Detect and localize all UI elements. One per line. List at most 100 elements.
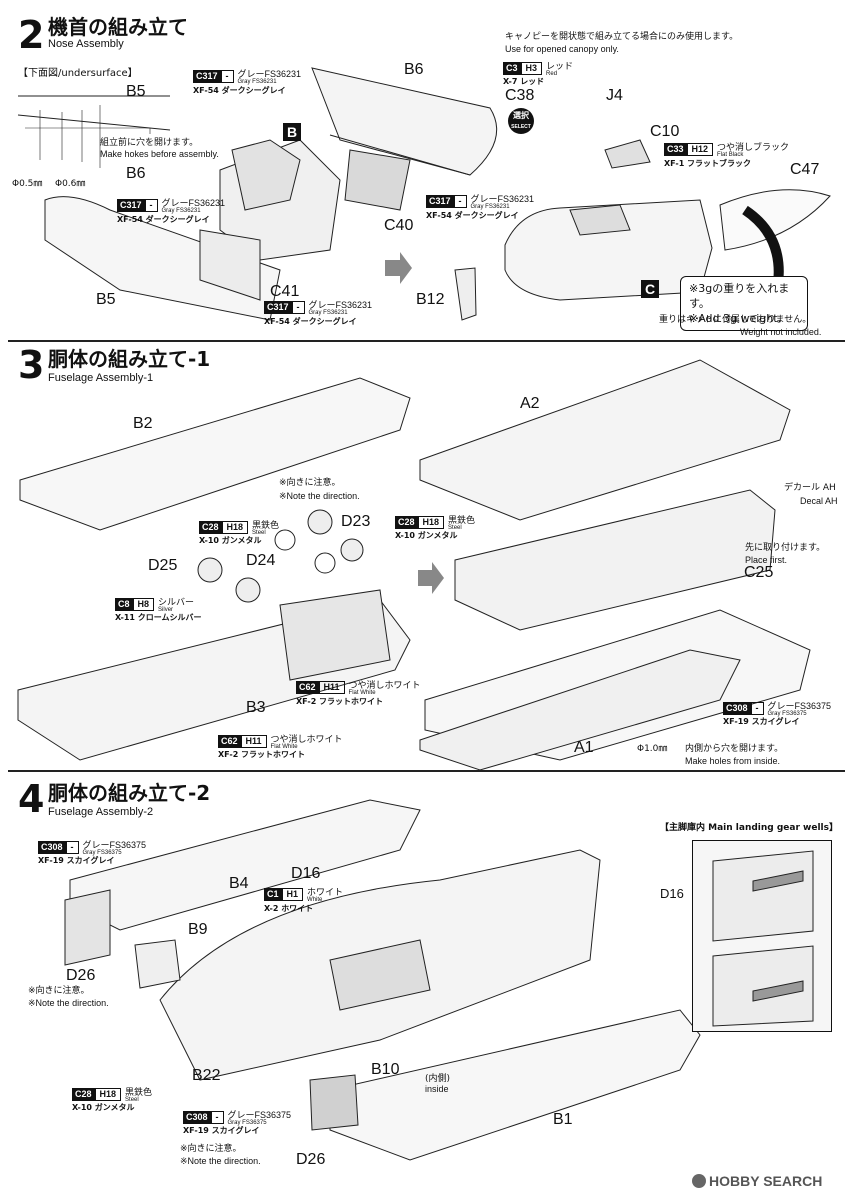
direction-note-jp: ※向きに注意。 (279, 478, 341, 488)
paint-code-c: C33 (664, 143, 687, 156)
part-label: C38 (505, 87, 535, 104)
paint-code-h: - (65, 841, 79, 854)
paint-name-jp: グレーFS36231 (470, 194, 535, 204)
paint-code-c: C308 (183, 1111, 211, 1124)
direction-note2-en: ※Note the direction. (180, 1156, 261, 1166)
part-label: D26 (66, 967, 96, 984)
part-label: B2 (133, 415, 153, 432)
paint-code-h: H1 (281, 888, 304, 901)
part-b9 (64, 889, 181, 989)
part-label: D26 (296, 1151, 326, 1168)
hobby-search-watermark: HOBBY SEARCH (692, 1173, 822, 1189)
place-first-en: Place first. (745, 555, 788, 565)
direction-note-en: ※Note the direction. (279, 491, 360, 501)
part-label: C47 (790, 161, 820, 178)
part-label: B10 (371, 1061, 400, 1078)
part-label: B9 (188, 921, 208, 938)
nose-assembly (454, 139, 831, 321)
paint-code-h: H12 (686, 143, 714, 156)
paint-code-h: H18 (221, 521, 249, 534)
step-number: 4 (18, 777, 45, 821)
paint-code-h: - (220, 70, 234, 83)
step-title-jp: 胴体の組み立て-2 (48, 781, 211, 805)
weight-note-en: ※Add 3g weight. (689, 312, 782, 325)
paint-product: XF-1 フラットブラック (664, 159, 752, 168)
part-label: D25 (148, 557, 178, 574)
hole-inside-en: Make holes from inside. (685, 756, 781, 766)
canopy-note-jp: キャノピーを開状態で組み立てる場合にのみ使用します。 (505, 32, 739, 42)
decal-label-en: Decal AH (800, 496, 838, 506)
paint-name-en: Gray FS36375 (227, 1120, 267, 1126)
paint-product: XF-2 フラットホワイト (218, 750, 306, 759)
step-title-jp: 胴体の組み立て-1 (48, 347, 211, 371)
holes-note-en: Make hokes before assembly. (100, 149, 219, 159)
direction-note2-jp: ※向きに注意。 (180, 1144, 242, 1154)
gear-wells-detail (692, 840, 832, 1032)
paint-code-c: C28 (72, 1088, 95, 1101)
paint-name-en: Gray FS36231 (470, 204, 510, 210)
step-number: 3 (18, 343, 45, 387)
fuselage-upper (159, 849, 601, 1081)
part-label: D16 (291, 865, 321, 882)
part-label: C25 (744, 564, 774, 581)
hole-inside-jp: 内側から穴を開けます。 (685, 744, 784, 754)
paint-code-c: C317 (117, 199, 145, 212)
paint-name-en: Gray FS36375 (82, 850, 122, 856)
paint-code-c: C317 (426, 195, 454, 208)
hole-diameter-2: Φ0.6㎜ (55, 179, 86, 189)
part-label: A1 (574, 739, 594, 756)
canopy-note-en: Use for opened canopy only. (505, 44, 619, 54)
step-title-en: Fuselage Assembly-1 (48, 372, 154, 384)
weight-not-included-en: Weight not included. (740, 327, 822, 337)
paint-code-c: C1 (264, 888, 282, 901)
paint-name-jp: シルバー (158, 597, 195, 607)
part-label: B4 (229, 875, 249, 892)
paint-code-h: - (210, 1111, 224, 1124)
paint-code-c: C308 (38, 841, 66, 854)
paint-code-h: H18 (94, 1088, 122, 1101)
paint-name-jp: グレーFS36375 (767, 701, 832, 711)
select-badge-jp: 選択 (513, 111, 529, 120)
paint-code-c: C308 (723, 702, 751, 715)
paint-name-jp: つや消しホワイト (348, 680, 421, 690)
subassembly-marker: B (283, 123, 301, 141)
paint-product: XF-54 ダークシーグレイ (117, 215, 210, 224)
part-label: B1 (553, 1111, 573, 1128)
paint-name-jp: 黒鉄色 (252, 520, 280, 530)
paint-product: XF-19 スカイグレイ (38, 856, 115, 865)
paint-name-jp: グレーFS36231 (237, 69, 302, 79)
paint-code-h: - (750, 702, 764, 715)
paint-name-jp: ホワイト (307, 887, 344, 897)
paint-name-jp: グレーFS36375 (82, 840, 147, 850)
part-label: B22 (192, 1067, 221, 1084)
subassembly-marker: C (641, 280, 659, 298)
part-label: A2 (520, 395, 540, 412)
cockpit-tub (219, 139, 411, 261)
weight-note-box: ※3gの重りを入れます。 ※Add 3g weight. (680, 276, 808, 331)
gear-wells-title: 【主脚庫内 Main landing gear wells】 (660, 823, 839, 833)
paint-code-h: - (453, 195, 467, 208)
paint-code-h: - (144, 199, 158, 212)
paint-product: XF-19 スカイグレイ (183, 1126, 260, 1135)
fans-d23-d24-d25 (197, 509, 364, 603)
select-badge-en: SELECT (511, 124, 531, 130)
part-label: J4 (606, 87, 623, 104)
paint-code-h: H3 (520, 62, 543, 75)
part-b2 (19, 377, 411, 531)
paint-code-h: H11 (240, 735, 267, 748)
hole-diameter: Φ1.0㎜ (637, 744, 668, 754)
step-number: 2 (18, 13, 45, 57)
part-label: B6 (126, 165, 146, 182)
paint-product: X-10 ガンメタル (199, 536, 262, 545)
hole-diameter-1: Φ0.5㎜ (12, 179, 43, 189)
paint-product: X-2 ホワイト (264, 904, 314, 913)
